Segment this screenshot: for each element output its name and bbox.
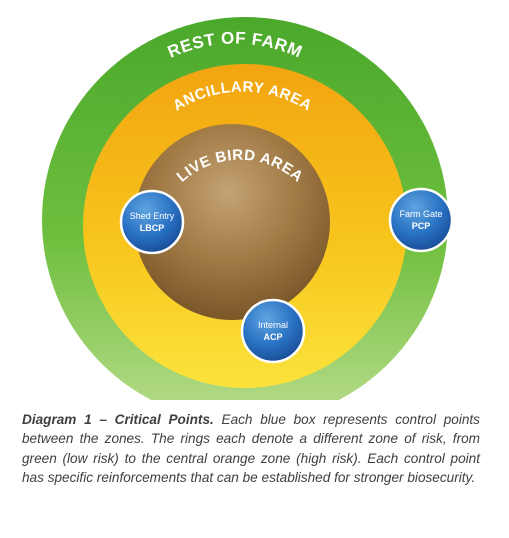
diagram-caption: Diagram 1 – Critical Points. Each blue b… bbox=[22, 410, 480, 488]
control-point-label: Shed Entry bbox=[130, 211, 175, 221]
control-point-internal: Internal ACP bbox=[240, 298, 306, 364]
control-point-farm-gate: Farm Gate PCP bbox=[388, 187, 454, 253]
caption-title: Diagram 1 – Critical Points. bbox=[22, 412, 214, 427]
live-bird-area-zone bbox=[134, 124, 330, 320]
control-point-code: ACP bbox=[263, 332, 282, 342]
caption-body: Each blue box represents control points … bbox=[22, 412, 480, 486]
control-point-code: LBCP bbox=[140, 223, 165, 233]
control-point-label: Internal bbox=[258, 320, 288, 330]
control-point-shed-entry: Shed Entry LBCP bbox=[119, 189, 185, 255]
control-point-label: Farm Gate bbox=[399, 209, 442, 219]
control-point-code: PCP bbox=[412, 221, 431, 231]
zone-diagram: REST OF FARM ANCILLARY AREA LIVE BIRD AR… bbox=[42, 17, 454, 400]
